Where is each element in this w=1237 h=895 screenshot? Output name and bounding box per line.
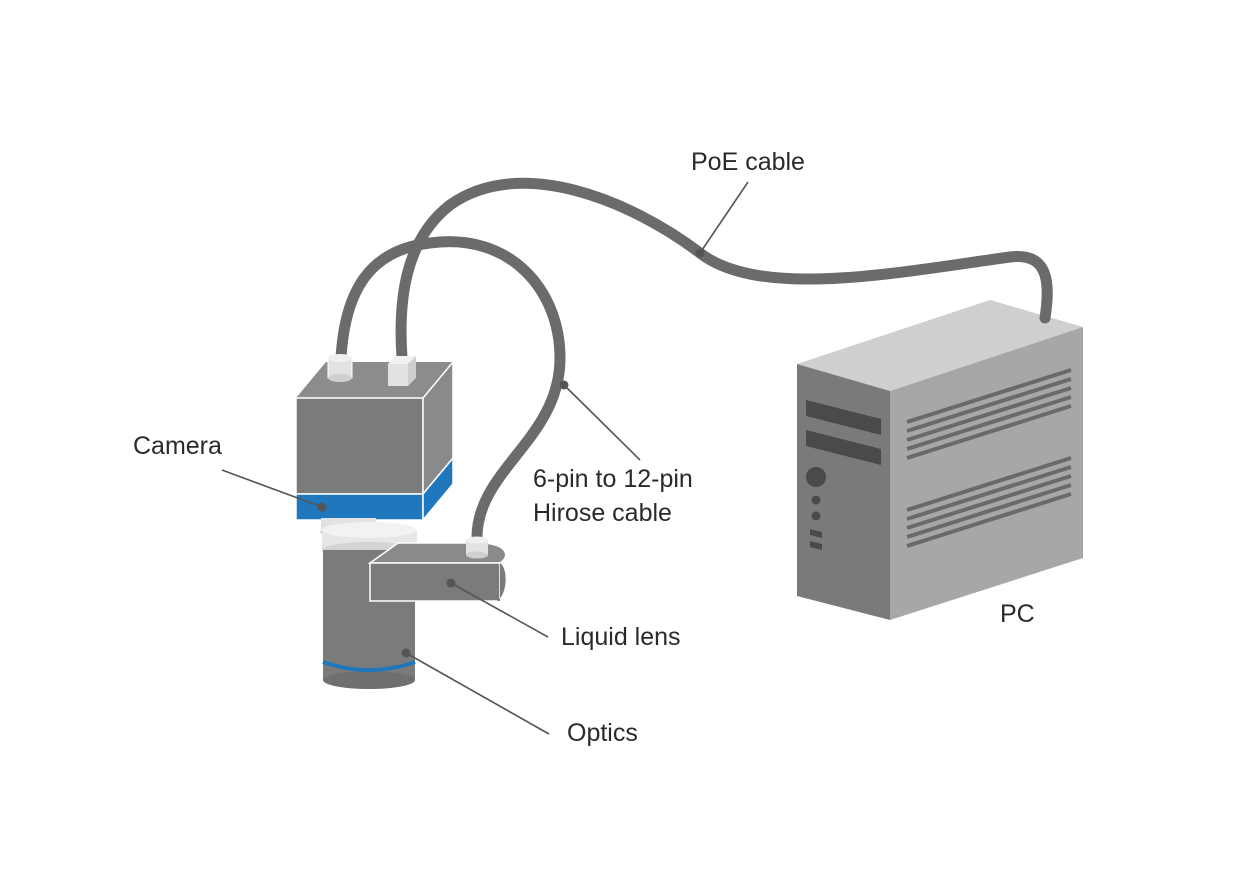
pc-vent-lower [906, 456, 1072, 548]
leader-camera [221, 469, 327, 512]
pc-led-2 [811, 511, 821, 521]
leader-optics [401, 648, 550, 735]
leader-liquid-lens [446, 578, 549, 638]
leader-poe [695, 181, 749, 258]
liquid-lens-connector [466, 536, 488, 559]
label-camera: Camera [133, 432, 222, 460]
label-liquid-lens: Liquid lens [561, 623, 681, 651]
label-hirose-cable-line1: 6-pin to 12-pin [533, 465, 693, 493]
camera-blue-band-front [295, 493, 424, 521]
pc-drive-bay-2 [806, 430, 881, 465]
liquid-lens-front [369, 562, 501, 602]
pc-vent-upper [906, 368, 1072, 460]
camera-blue-band-side [422, 455, 454, 523]
label-hirose-cable-line2: Hirose cable [533, 499, 672, 527]
label-poe-cable: PoE cable [691, 148, 805, 176]
pc-drive-bay-1 [806, 400, 881, 435]
camera-front-face [295, 397, 424, 495]
pc-tower [797, 300, 1083, 620]
label-optics: Optics [567, 719, 638, 747]
hirose-cable [335, 236, 566, 546]
pc-port-1 [810, 529, 822, 538]
pc-led-1 [811, 495, 821, 505]
round-connector [327, 354, 353, 382]
pc-port-2 [810, 541, 822, 550]
camera [295, 354, 454, 523]
label-pc: PC [1000, 600, 1035, 628]
liquid-lens [367, 536, 507, 602]
pc-top-face [797, 300, 1083, 391]
optics-blue-ring [322, 660, 416, 672]
leader-hirose [559, 380, 641, 461]
pc-power-button [806, 467, 826, 487]
square-connector [388, 356, 416, 386]
